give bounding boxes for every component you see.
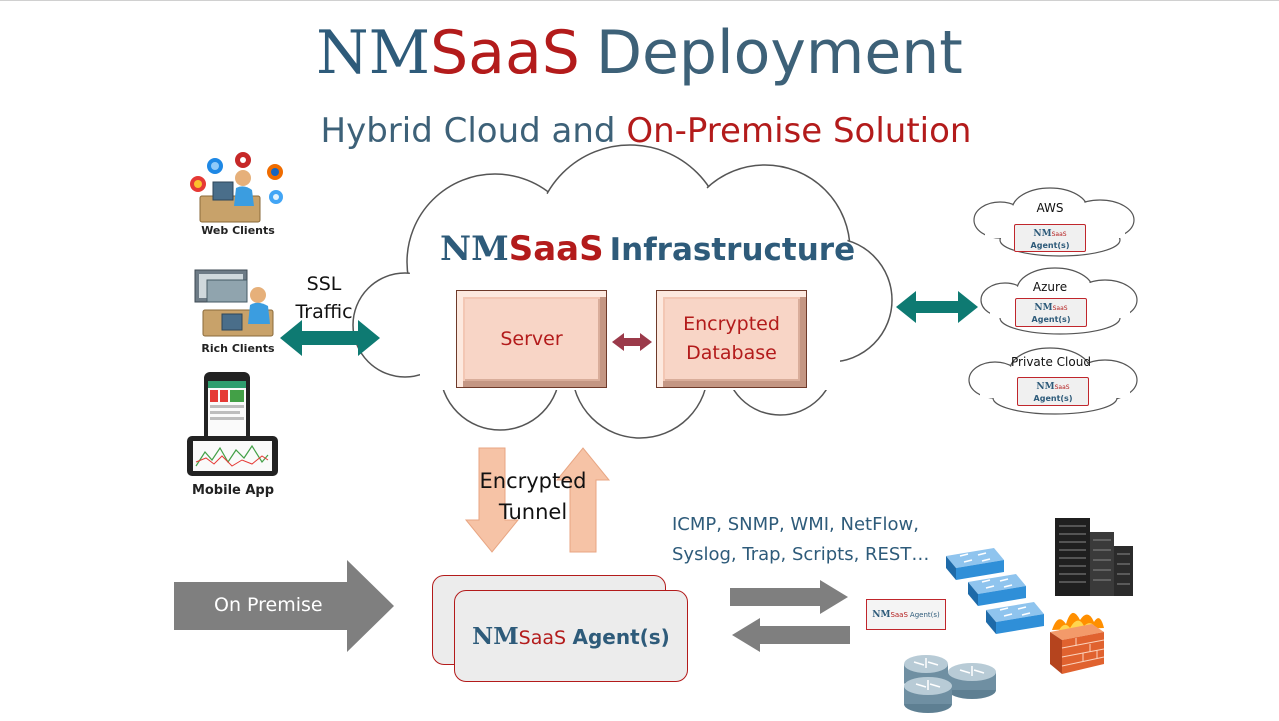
network-switch-icon (946, 548, 1004, 580)
protocols-line1: ICMP, SNMP, WMI, NetFlow, (672, 514, 919, 535)
mobile-app-label: Mobile App (191, 483, 275, 498)
cloud-agent-nm: NM (1033, 228, 1052, 239)
server-rack-icon (1055, 518, 1133, 596)
infra-brand-nm: NM (440, 229, 509, 269)
agent-title: NMSaaS Agent(s) (472, 623, 670, 650)
ssl-label-line2: Traffic (295, 301, 353, 323)
title-rest: Deployment (595, 18, 963, 88)
on-premise-arrow (174, 560, 394, 652)
page-subtitle: Hybrid Cloud and On-Premise Solution (0, 106, 1279, 156)
tunnel-label-line1: Encrypted (479, 469, 587, 493)
rich-clients-label: Rich Clients (201, 342, 275, 355)
agent-brand-nm: NM (472, 622, 519, 650)
device-agent-saas: SaaS (890, 610, 908, 619)
cloud-agent-label: Agent(s) (1031, 315, 1071, 324)
protocols-line2: Syslog, Trap, Scripts, REST… (672, 544, 930, 565)
server-db-arrow (612, 333, 652, 351)
tunnel-up-arrow (555, 447, 611, 553)
agent-card: NMSaaS Agent(s) (454, 590, 688, 682)
cloud-agent-nm: NM (1034, 303, 1053, 313)
cloud-agent-label: Agent(s) (1030, 240, 1070, 250)
infra-label: Infrastructure (609, 232, 856, 268)
device-agent-nm: NM (872, 609, 891, 620)
cloud-agent-saas: SaaS (1052, 305, 1068, 312)
agent-brand-saas: SaaS (518, 626, 567, 649)
mobile-app-icon (187, 372, 278, 476)
title-brand-nm: NM (316, 18, 431, 88)
agent-label: Agent(s) (572, 624, 670, 649)
protocols-text: ICMP, SNMP, WMI, NetFlow, Syslog, Trap, … (672, 510, 929, 570)
database-label-line2: Database (686, 342, 777, 364)
title-brand-saas: SaaS (430, 18, 580, 88)
cloud-agent-label: Agent(s) (1033, 394, 1073, 403)
cloud-agent-badge: NMSaaS Agent(s) (1017, 377, 1089, 406)
network-switch-icon (968, 574, 1026, 606)
database-box: Encrypted Database (656, 290, 807, 388)
ssl-traffic-label: SSL Traffic (282, 270, 366, 326)
web-clients-label: Web Clients (201, 224, 275, 237)
agent-in-arrow (732, 618, 850, 652)
server-label: Server (500, 327, 563, 350)
cloud-link-arrow (896, 291, 978, 323)
router-icon (948, 663, 996, 699)
rich-clients-icon (194, 269, 274, 337)
server-box: Server (456, 290, 607, 388)
ssl-arrow (280, 320, 380, 356)
encrypted-tunnel-label: Encrypted Tunnel (466, 466, 600, 528)
network-switch-icon (986, 602, 1044, 634)
subtitle-part2: On-Premise Solution (626, 111, 972, 151)
cloud-name-aws: AWS (1036, 201, 1064, 215)
on-premise-label: On Premise (214, 594, 323, 616)
firewall-icon (1050, 612, 1105, 674)
cloud-agent-badge: NMSaaS Agent(s) (1015, 298, 1087, 327)
device-agent-label: Agent(s) (909, 610, 940, 619)
web-clients-icon (190, 152, 283, 223)
cloud-agent-saas: SaaS (1051, 230, 1067, 238)
top-divider (0, 0, 1279, 1)
cloud-agent-saas: SaaS (1054, 384, 1070, 391)
infrastructure-cloud-fill (355, 147, 890, 436)
cloud-name-azure: Azure (1032, 280, 1068, 294)
agent-out-arrow (730, 580, 848, 614)
tunnel-down-arrow (464, 447, 520, 553)
database-label-line1: Encrypted (683, 313, 780, 335)
cloud-name-private: Private Cloud (1011, 355, 1091, 369)
ssl-label-line1: SSL (306, 273, 342, 295)
infra-brand-saas: SaaS (508, 229, 604, 269)
cloud-agent-badge: NMSaaS Agent(s) (1014, 224, 1086, 252)
subtitle-part1: Hybrid Cloud and (320, 111, 627, 151)
cloud-agent-nm: NM (1036, 382, 1055, 392)
router-icon (904, 677, 952, 713)
tunnel-label-line2: Tunnel (498, 500, 568, 524)
